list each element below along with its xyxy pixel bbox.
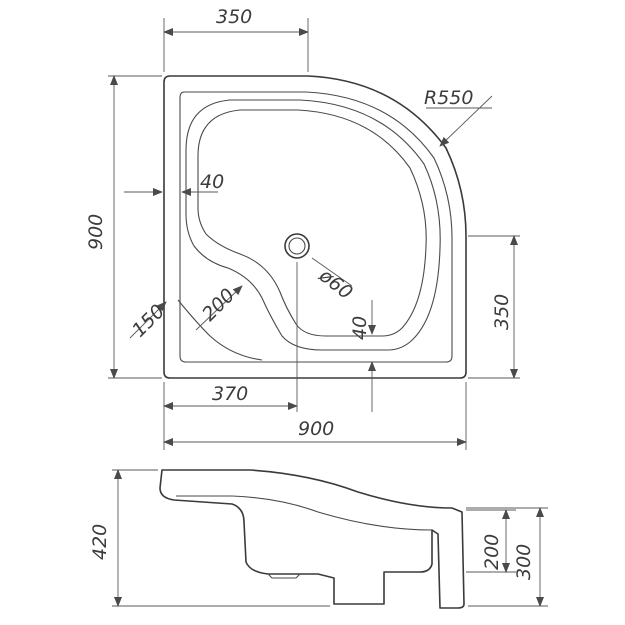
tray-inner-rim	[179, 91, 453, 363]
drain-stub	[267, 573, 301, 579]
plan-view: 350 R550 40 900 ø60 150 200 40 350	[85, 6, 520, 450]
dim-step-height: 200	[481, 534, 503, 570]
dim-drain-diameter: ø60	[314, 264, 357, 304]
dim-drain-offset: 370	[212, 383, 248, 405]
tray-section-rim	[176, 495, 433, 531]
dim-side-height: 300	[513, 544, 535, 580]
dim-bottom-width: 900	[298, 418, 334, 440]
basin-inner-curve	[197, 109, 427, 337]
dim-inner-radius: 200	[198, 284, 239, 325]
dim-ledge-width: 40	[200, 171, 224, 193]
dim-height: 900	[85, 214, 107, 250]
dim-inner-ledge: 40	[349, 316, 371, 340]
dim-total-height: 420	[89, 524, 111, 560]
tray-outer-outline	[163, 75, 467, 379]
dim-right-height: 350	[491, 294, 513, 330]
corner-sweep	[177, 299, 263, 361]
basin-outer-curve	[185, 99, 441, 351]
section-view: 420 200 300	[89, 469, 548, 609]
dim-corner-cut: 150	[128, 300, 169, 341]
tray-section-profile	[159, 469, 465, 609]
drain-outer	[284, 233, 310, 259]
dim-radius: R550	[424, 87, 473, 109]
dim-top-width: 350	[216, 6, 252, 28]
drain-inner	[288, 237, 306, 255]
